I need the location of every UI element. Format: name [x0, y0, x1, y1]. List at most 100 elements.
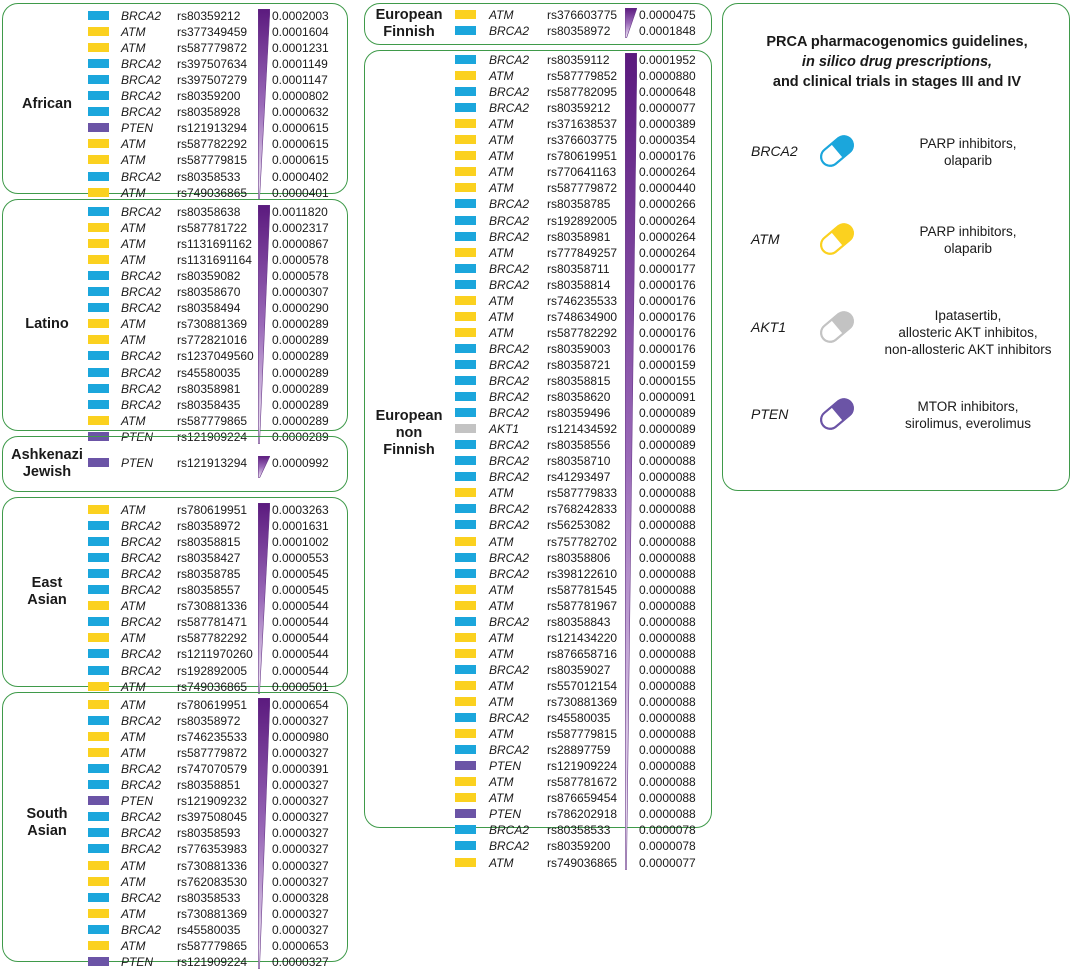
guideline-drug-line: non-allosteric AKT inhibitors — [884, 342, 1052, 357]
gene-color-swatch — [88, 43, 109, 53]
gene-name: ATM — [489, 855, 514, 870]
variant-rsid: rs80358556 — [547, 438, 611, 453]
gene-color-swatch — [88, 187, 109, 197]
gene-color-swatch — [455, 119, 476, 129]
guidelines-title-line2: in silico drug prescriptions, — [801, 54, 993, 70]
gene-color-swatch — [88, 876, 109, 886]
variant-rsid: rs730881369 — [547, 695, 618, 709]
gene-color-swatch — [88, 207, 109, 216]
gene-name: BRCA2 — [121, 89, 162, 104]
gene-color-swatch — [455, 841, 476, 851]
gene-name: ATM — [121, 698, 146, 712]
gene-name: ATM — [489, 133, 514, 148]
gene-name: BRCA2 — [489, 374, 530, 388]
variant-rsid: rs56253082 — [547, 518, 611, 533]
gene-name: BRCA2 — [489, 614, 530, 629]
allele-frequency: 0.0001604 — [272, 25, 329, 40]
allele-frequency: 0.0000088 — [639, 534, 696, 549]
gene-color-swatch — [88, 59, 109, 69]
gene-color-swatch — [455, 263, 476, 273]
gene-color-swatch — [455, 311, 476, 321]
gene-name: ATM — [121, 317, 146, 332]
gene-color-swatch — [455, 488, 476, 498]
guidelines-title-line1: PRCA pharmacogenomics guidelines, — [766, 34, 1028, 50]
allele-frequency: 0.0000289 — [272, 397, 329, 412]
gene-color-swatch — [88, 812, 109, 822]
gene-name: BRCA2 — [489, 261, 530, 276]
allele-frequency: 0.0000544 — [272, 631, 329, 646]
gene-color-swatch — [88, 908, 109, 918]
allele-frequency: 0.0000307 — [272, 285, 329, 300]
guideline-drug-line: MTOR inhibitors, — [917, 399, 1019, 414]
allele-frequency: 0.0000078 — [639, 823, 696, 838]
frequency-wedge — [625, 53, 637, 870]
gene-name: BRCA2 — [121, 397, 162, 412]
variant-rsid: rs45580035 — [177, 365, 241, 380]
variant-rsid: rs80358972 — [177, 519, 241, 534]
allele-frequency: 0.0000176 — [639, 309, 696, 324]
guideline-drug-line: olaparib — [943, 153, 993, 168]
gene-name: ATM — [121, 730, 146, 745]
gene-name: ATM — [121, 679, 146, 694]
allele-frequency: 0.0000980 — [272, 730, 329, 745]
allele-frequency: 0.0000289 — [272, 333, 329, 348]
gene-color-swatch — [88, 585, 109, 595]
variant-rsid: rs730881336 — [177, 599, 248, 614]
variant-rsid: rs876659454 — [547, 791, 618, 806]
variant-rsid: rs1237049560 — [177, 349, 254, 364]
allele-frequency: 0.0000088 — [639, 743, 696, 758]
gene-color-swatch — [455, 857, 476, 867]
gene-name: BRCA2 — [489, 743, 530, 758]
allele-frequency: 0.0002003 — [272, 9, 329, 23]
variant-rsid: rs397508045 — [177, 810, 248, 825]
allele-frequency: 0.0000289 — [272, 413, 329, 428]
guidelines-title: PRCA pharmacogenomics guidelines, in sil… — [723, 32, 1071, 92]
gene-name: ATM — [121, 938, 146, 953]
variant-rsid: rs80358638 — [177, 205, 241, 219]
allele-frequency: 0.0000088 — [639, 807, 696, 822]
gene-color-swatch — [88, 27, 109, 37]
gene-name: BRCA2 — [489, 390, 530, 405]
gene-name: BRCA2 — [121, 762, 162, 777]
gene-name: BRCA2 — [489, 24, 530, 39]
variant-rsid: rs749036865 — [177, 679, 248, 694]
allele-frequency: 0.0000615 — [272, 121, 329, 136]
gene-color-swatch — [455, 472, 476, 482]
guideline-drug-line: sirolimus, everolimus — [904, 416, 1032, 431]
population-label-european-finnish: European Finnish — [375, 7, 443, 40]
variant-rsid: rs587782095 — [547, 85, 618, 100]
gene-name: BRCA2 — [121, 381, 162, 396]
variant-rsid: rs121909232 — [177, 794, 248, 809]
population-panel-european-finnish — [364, 3, 712, 45]
capsule-icon — [820, 223, 854, 255]
guideline-drug-line: allosteric AKT inhibitos, — [898, 325, 1038, 340]
allele-frequency: 0.0000159 — [639, 357, 696, 372]
allele-frequency: 0.0000544 — [272, 647, 329, 662]
gene-name: BRCA2 — [121, 663, 162, 678]
gene-name: BRCA2 — [489, 662, 530, 677]
gene-color-swatch — [88, 399, 109, 409]
allele-frequency: 0.0000078 — [639, 839, 696, 854]
gene-name: BRCA2 — [121, 349, 162, 364]
gene-color-swatch — [88, 319, 109, 329]
gene-name: BRCA2 — [121, 714, 162, 729]
gene-name: ATM — [121, 41, 146, 56]
allele-frequency: 0.0000266 — [639, 197, 696, 212]
gene-color-swatch — [455, 536, 476, 546]
population-label-ashkenazi-jewish: Ashkenazi Jewish — [11, 447, 83, 480]
allele-frequency: 0.0000289 — [272, 365, 329, 380]
